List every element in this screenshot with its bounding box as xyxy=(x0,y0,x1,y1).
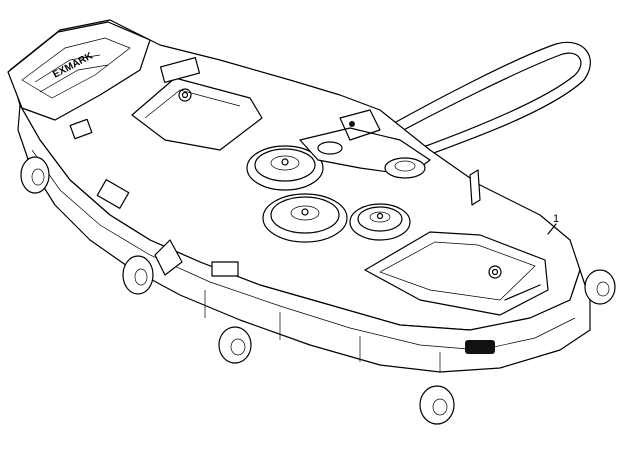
idler-assembly xyxy=(299,109,431,179)
caster-wheel-right xyxy=(584,269,616,305)
callout-1: 1 xyxy=(547,213,559,235)
caster-wheel-front-right xyxy=(419,385,455,425)
rear-post xyxy=(469,169,481,206)
caster-wheel-front-left xyxy=(218,326,252,364)
center-pulley-lower xyxy=(262,193,348,243)
callout-label: 1 xyxy=(553,213,559,225)
right-spindle-pulley xyxy=(349,203,411,241)
label-decal-left xyxy=(96,179,130,209)
caster-wheel-left xyxy=(122,255,154,295)
brand-badge xyxy=(465,340,495,354)
front-bracket xyxy=(154,239,183,276)
label-decal-front xyxy=(211,261,239,277)
right-spindle-cover xyxy=(364,231,549,316)
left-end-cover: EXMARK xyxy=(7,21,151,121)
center-pulley-upper xyxy=(246,145,324,191)
caster-wheel-rear-left xyxy=(20,156,50,194)
warning-decal xyxy=(69,118,93,140)
drive-belt xyxy=(377,41,591,159)
left-spindle-cover xyxy=(131,57,263,151)
